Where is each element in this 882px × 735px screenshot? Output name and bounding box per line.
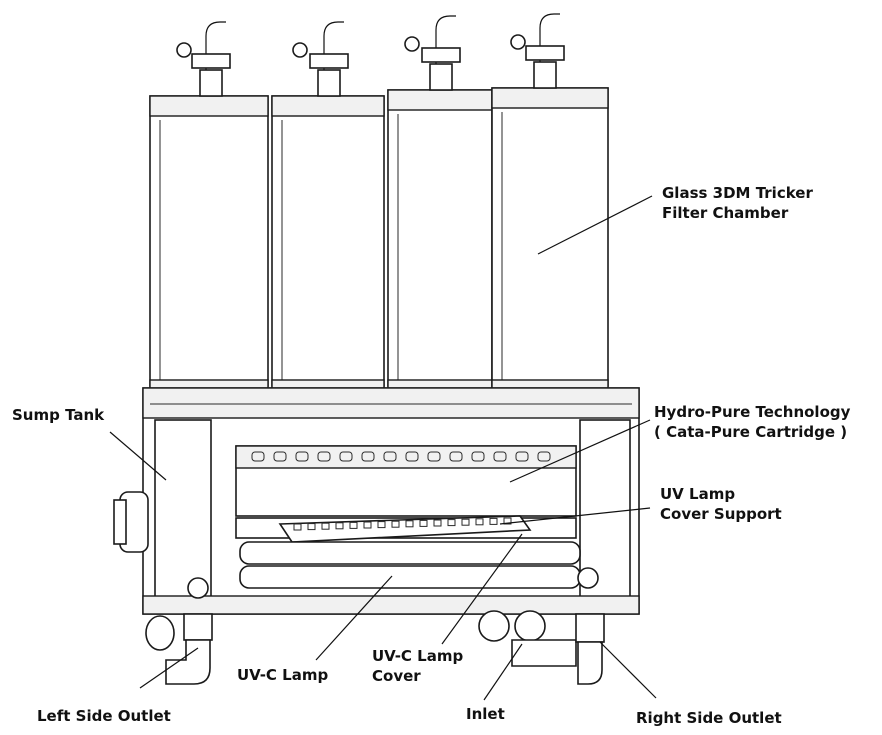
- cartridge-slot: [251, 451, 265, 462]
- leader-line-inlet: [483, 643, 523, 701]
- leader-line-left-side-outlet: [139, 647, 199, 689]
- cartridge-slot: [317, 451, 331, 462]
- cover-support-hole: [447, 519, 456, 527]
- leader-line-uv-c-lamp: [315, 575, 393, 661]
- leader-line-uv-lamp-cover-support: [499, 507, 651, 525]
- cover-support-hole: [335, 522, 344, 530]
- cover-support-hole: [307, 523, 316, 531]
- uv-lamp-cover-support-part: [235, 515, 577, 543]
- cata-pure-cartridge: [235, 445, 577, 517]
- label-uv-c-lamp-cover: UV-C Lamp Cover: [372, 647, 464, 685]
- cover-support-hole: [475, 518, 484, 526]
- filter-chamber-3: [387, 15, 493, 393]
- leader-line-hydro-pure: [509, 419, 651, 483]
- cartridge-slot: [515, 451, 529, 462]
- cover-support-hole: [377, 521, 386, 529]
- leader-line-sump-tank: [109, 431, 167, 481]
- cartridge-slot: [273, 451, 287, 462]
- left-side-outlet-fitting: [145, 577, 213, 685]
- filter-chamber-1: [149, 21, 269, 393]
- filter-chamber-2: [271, 21, 385, 393]
- leader-line-right-side-outlet: [599, 641, 657, 699]
- cover-support-hole: [391, 520, 400, 528]
- filter-chamber-4: [491, 13, 609, 393]
- cover-support-hole: [433, 519, 442, 527]
- cartridge-slot: [295, 451, 309, 462]
- cartridge-slot: [449, 451, 463, 462]
- label-inlet: Inlet: [466, 705, 505, 723]
- sump-side-pipe: [113, 491, 149, 553]
- cartridge-slot: [493, 451, 507, 462]
- cartridge-slot: [471, 451, 485, 462]
- cartridge-slot: [361, 451, 375, 462]
- cartridge-slot: [339, 451, 353, 462]
- label-sump-tank: Sump Tank: [12, 406, 105, 424]
- cartridge-slot: [405, 451, 419, 462]
- label-hydro-pure: Hydro-Pure Technology ( Cata-Pure Cartri…: [654, 403, 851, 441]
- label-uv-lamp-cover-support: UV Lamp Cover Support: [660, 485, 782, 523]
- cover-support-hole: [321, 522, 330, 530]
- cartridge-slot: [427, 451, 441, 462]
- right-side-outlet-fitting: [575, 567, 605, 685]
- cartridge-slot: [383, 451, 397, 462]
- label-right-side-outlet: Right Side Outlet: [636, 709, 782, 727]
- cover-support-hole: [461, 518, 470, 526]
- cover-support-hole: [503, 517, 512, 525]
- cover-support-hole: [405, 520, 414, 528]
- leader-line-uv-c-lamp-cover: [441, 533, 523, 645]
- cover-support-hole: [363, 521, 372, 529]
- cover-support-hole: [419, 519, 428, 527]
- cartridge-slot: [537, 451, 551, 462]
- label-filter-chamber: Glass 3DM Tricker Filter Chamber: [662, 184, 813, 222]
- cover-support-hole: [349, 521, 358, 529]
- label-uv-c-lamp: UV-C Lamp: [237, 666, 329, 684]
- cover-support-hole: [293, 523, 302, 531]
- cover-support-hole: [489, 517, 498, 525]
- label-left-side-outlet: Left Side Outlet: [37, 707, 171, 725]
- leader-line-filter-chamber: [537, 195, 653, 255]
- inlet-fitting: [478, 610, 577, 667]
